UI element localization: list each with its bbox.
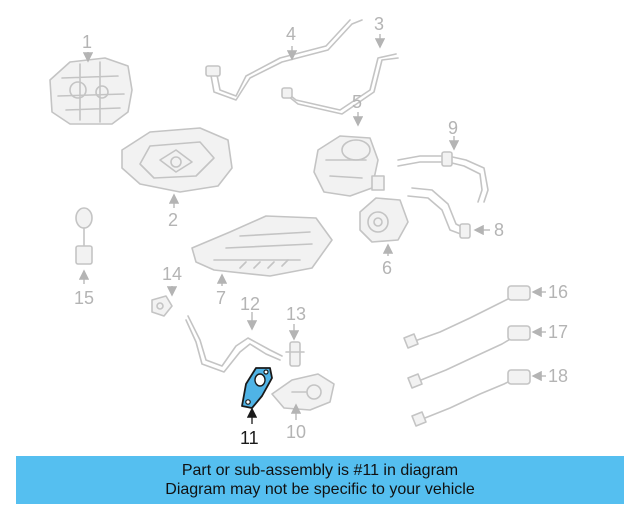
callout-13: 13	[286, 304, 306, 324]
callout-4: 4	[286, 24, 296, 44]
callout-6: 6	[382, 258, 392, 278]
callout-9: 9	[448, 118, 458, 138]
part-6-pump	[359, 197, 409, 243]
part-16-oxygen-sensor	[403, 285, 531, 349]
part-7-manifold	[191, 215, 333, 277]
callout-3: 3	[374, 14, 384, 34]
part-10-valve-body	[271, 373, 335, 411]
callout-11[interactable]: 11	[240, 428, 259, 448]
part-12-pipe	[185, 315, 283, 373]
callout-15: 15	[74, 288, 94, 308]
callout-14: 14	[162, 264, 182, 284]
callout-1: 1	[82, 32, 92, 52]
part-18-oxygen-sensor	[411, 369, 531, 427]
part-13-clip	[285, 341, 305, 367]
callout-8: 8	[494, 220, 504, 240]
part-4-hose	[205, 19, 363, 101]
part-5-valve	[313, 135, 385, 197]
part-8-hose-elbow	[407, 187, 471, 239]
callout-7: 7	[216, 288, 226, 308]
part-3-hose	[281, 53, 399, 115]
part-15-sensor	[75, 207, 93, 265]
banner-line-1: Part or sub-assembly is #11 in diagram	[181, 462, 459, 479]
part-14-bracket	[151, 295, 173, 317]
part-11-gasket-highlighted[interactable]	[241, 367, 273, 409]
part-9-tube	[397, 151, 489, 203]
part-1-intake-housing	[49, 57, 133, 125]
callout-10: 10	[286, 422, 306, 442]
part-17-oxygen-sensor	[407, 325, 531, 389]
callout-12: 12	[240, 294, 260, 314]
callout-18: 18	[548, 366, 568, 386]
callout-17: 17	[548, 322, 568, 342]
part-2-shield-plate	[121, 127, 233, 193]
banner-line-2: Diagram may not be specific to your vehi…	[165, 481, 475, 498]
callout-16: 16	[548, 282, 568, 302]
callout-2: 2	[168, 210, 178, 230]
info-banner: Part or sub-assembly is #11 in diagram D…	[16, 456, 624, 504]
callout-5: 5	[352, 92, 362, 112]
